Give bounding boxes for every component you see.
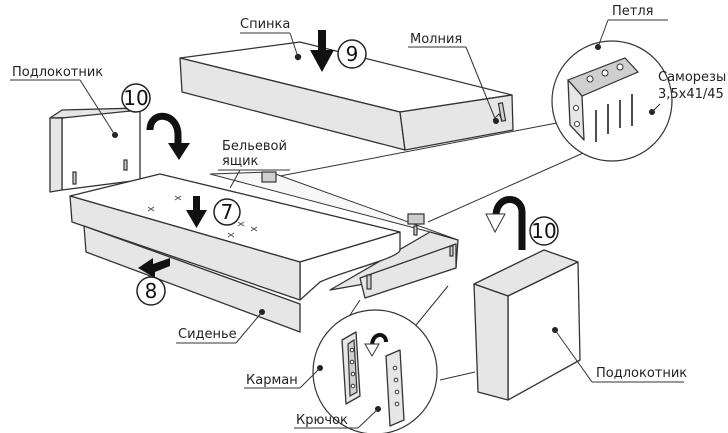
svg-text:10: 10 <box>123 86 148 110</box>
armrest-right-panel <box>473 249 581 401</box>
screws-label-line2: 3,5x41/45 <box>658 87 724 102</box>
svg-text:8: 8 <box>145 279 158 303</box>
curved-arrow-icon <box>146 112 190 160</box>
arrow-down-icon <box>186 196 207 228</box>
hook-label: Крючок <box>296 413 348 428</box>
seat-label: Сиденье <box>178 327 237 342</box>
hinge-detail-callout <box>551 40 673 162</box>
step-8-badge: 8 <box>136 276 166 306</box>
step-10-left-badge: 10 <box>121 83 151 113</box>
armrest-left-label: Подлокотник <box>12 65 103 80</box>
zipper-leader <box>465 46 497 122</box>
curved-arrow-icon <box>485 196 526 250</box>
svg-text:9: 9 <box>346 42 359 66</box>
svg-text:10: 10 <box>531 219 556 243</box>
step-9-badge: 9 <box>337 39 367 69</box>
storage-label-line1: Бельевой <box>222 139 287 154</box>
pocket-label: Карман <box>246 373 298 388</box>
backrest-label: Спинка <box>240 17 290 32</box>
storage-label-line2: ящик <box>222 154 259 169</box>
screws-label-line1: Саморезы <box>658 70 726 85</box>
armrest-right-label: Подлокотник <box>596 366 687 381</box>
armrest-left-panel <box>49 107 141 193</box>
backrest-leader <box>289 32 299 58</box>
arrow-down-icon <box>310 30 334 72</box>
pocket-hook-detail-callout <box>312 309 438 433</box>
zipper-label: Молния <box>410 32 462 47</box>
storage-box <box>209 171 459 299</box>
hinge-label: Петля <box>612 4 653 19</box>
step-7-badge: 7 <box>213 198 241 226</box>
arrow-left-icon <box>138 258 170 278</box>
step-10-right-badge: 10 <box>529 216 559 246</box>
svg-text:7: 7 <box>221 200 234 224</box>
curved-arrow-icon <box>364 333 388 357</box>
screw-icon <box>595 94 633 142</box>
seat-cushion <box>69 173 401 333</box>
backrest-panel <box>179 41 514 151</box>
